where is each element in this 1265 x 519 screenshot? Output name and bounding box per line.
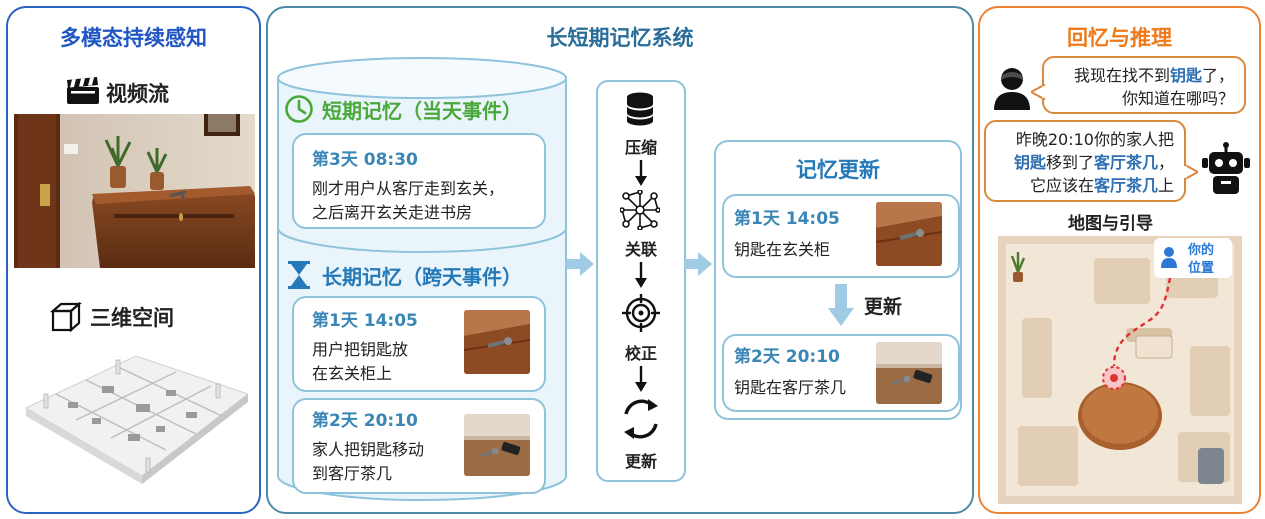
event-text: 钥匙在玄关柜: [734, 240, 831, 259]
key-on-coffee-table-photo: [876, 342, 942, 404]
short-term-title: 短期记忆（当天事件）: [322, 99, 522, 123]
user-avatar-icon: [994, 68, 1030, 110]
position-label-2: 位置: [1188, 261, 1215, 276]
arrow-right-icon: [684, 252, 712, 276]
user-question-bubble: 我现在找不到钥匙了， 你知道在哪吗？: [1042, 56, 1246, 114]
video-stream-label: 视频流: [106, 82, 169, 106]
network-graph-icon: [620, 190, 660, 230]
bubble-tail: [1031, 84, 1045, 100]
perception-title: 多模态持续感知: [60, 26, 207, 50]
key-on-coffee-table-photo: [464, 414, 530, 476]
recall-title: 回忆与推理: [1067, 26, 1172, 50]
answer-line-2: 钥匙移到了客厅茶几，: [1013, 153, 1174, 172]
long-term-event-card: 第2天 20:10 家人把钥匙移动 到客厅茶几: [292, 398, 546, 494]
event-time: 第3天 08:30: [312, 150, 418, 170]
key-on-cabinet-photo: [876, 202, 942, 266]
arrow-down-icon: [828, 284, 854, 326]
long-term-header: 长期记忆（跨天事件）: [284, 258, 564, 292]
update-arrow-label: 更新: [864, 296, 903, 318]
process-pipeline: 压缩 关联 校正: [596, 80, 686, 482]
event-text-line-1: 刚才用户从客厅走到玄关，: [312, 179, 505, 198]
event-text-line-2: 在玄关柜上: [312, 364, 393, 383]
refresh-cycle-icon: [624, 399, 658, 439]
video-frame-image: [14, 114, 255, 268]
floor-plan-map: [998, 236, 1242, 504]
step-compress-label: 压缩: [624, 138, 657, 157]
updated-memory-card: 第1天 14:05 钥匙在玄关柜: [722, 194, 960, 278]
updated-memory-card: 第2天 20:10 钥匙在客厅茶几: [722, 334, 960, 412]
your-position-marker: 你的 位置: [1154, 238, 1232, 278]
hourglass-icon: [288, 261, 310, 289]
answer-line-1: 昨晚20:10你的家人把: [1015, 130, 1174, 149]
event-text-line-1: 家人把钥匙移动: [312, 440, 425, 459]
bubble-tail: [1184, 164, 1198, 180]
space-label: 三维空间: [90, 306, 174, 330]
memory-title: 长短期记忆系统: [546, 26, 694, 50]
event-time: 第1天 14:05: [312, 311, 418, 331]
target-crosshair-icon: [622, 294, 660, 332]
robot-answer-bubble: 昨晚20:10你的家人把 钥匙移到了客厅茶几， 它应该在客厅茶几上: [984, 120, 1186, 202]
video-stream-header: 视频流: [66, 74, 226, 110]
memory-update-title: 记忆更新: [796, 158, 880, 182]
long-term-event-card: 第1天 14:05 用户把钥匙放 在玄关柜上: [292, 296, 546, 392]
event-time: 第2天 20:10: [312, 411, 418, 431]
short-term-event-card: 第3天 08:30 刚才用户从客厅走到玄关， 之后离开玄关走进书房: [292, 133, 546, 229]
arrow-down-icon: [635, 366, 647, 392]
position-label-1: 你的: [1188, 243, 1215, 258]
question-line-2: 你知道在哪吗？: [1121, 89, 1234, 108]
database-icon: [627, 92, 653, 126]
event-text-line-2: 之后离开玄关走进书房: [312, 203, 473, 222]
event-time: 第1天 14:05: [734, 209, 840, 229]
step-correct-label: 校正: [624, 344, 657, 363]
cube-icon: [50, 302, 82, 332]
step-update-label: 更新: [624, 452, 657, 471]
long-term-title: 长期记忆（跨天事件）: [322, 265, 522, 289]
arrow-right-icon: [566, 252, 594, 276]
answer-line-3: 它应该在客厅茶几上: [1029, 176, 1174, 195]
3d-floorplan-image: [24, 355, 250, 484]
robot-icon: [1202, 142, 1250, 194]
arrow-down-icon: [635, 262, 647, 288]
short-term-header: 短期记忆（当天事件）: [284, 92, 564, 126]
map-title: 地图与引导: [1068, 214, 1153, 234]
perception-panel: 多模态持续感知 视频流: [6, 6, 261, 514]
space-header: 三维空间: [50, 298, 230, 334]
key-on-cabinet-photo: [464, 310, 530, 374]
step-associate-label: 关联: [624, 240, 657, 259]
person-pin-icon: [1161, 247, 1177, 268]
arrow-down-icon: [635, 160, 647, 186]
event-text-line-2: 到客厅茶几: [312, 464, 393, 483]
question-line-1: 我现在找不到钥匙了，: [1073, 66, 1234, 85]
clapperboard-icon: [67, 77, 99, 104]
event-text: 钥匙在客厅茶几: [734, 378, 847, 397]
event-text-line-1: 用户把钥匙放: [312, 340, 409, 359]
event-time: 第2天 20:10: [734, 347, 840, 367]
clock-icon: [285, 95, 313, 123]
